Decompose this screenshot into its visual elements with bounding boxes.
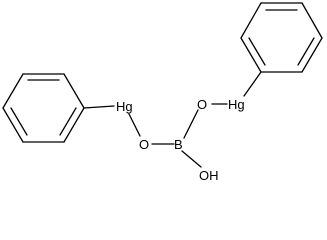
- phenyl-ring-right: [240, 2, 323, 73]
- chemical-structure: Hg O B OH O Hg: [2, 2, 323, 183]
- bond-b-oh: [181, 150, 202, 168]
- oxygen-atom-left: O: [139, 137, 149, 152]
- bond-hg-o-left: [128, 113, 141, 137]
- bond-hg-ring-right: [243, 71, 262, 97]
- oxygen-atom-right: O: [197, 97, 207, 112]
- hydroxyl-group: OH: [199, 168, 219, 183]
- mercury-atom-left: Hg: [116, 99, 133, 114]
- mercury-atom-right: Hg: [228, 97, 245, 112]
- boron-atom: B: [174, 137, 183, 152]
- bond-b-o-right: [183, 109, 199, 139]
- bond-ring-hg-left: [83, 105, 115, 109]
- phenyl-ring-left: [2, 73, 85, 143]
